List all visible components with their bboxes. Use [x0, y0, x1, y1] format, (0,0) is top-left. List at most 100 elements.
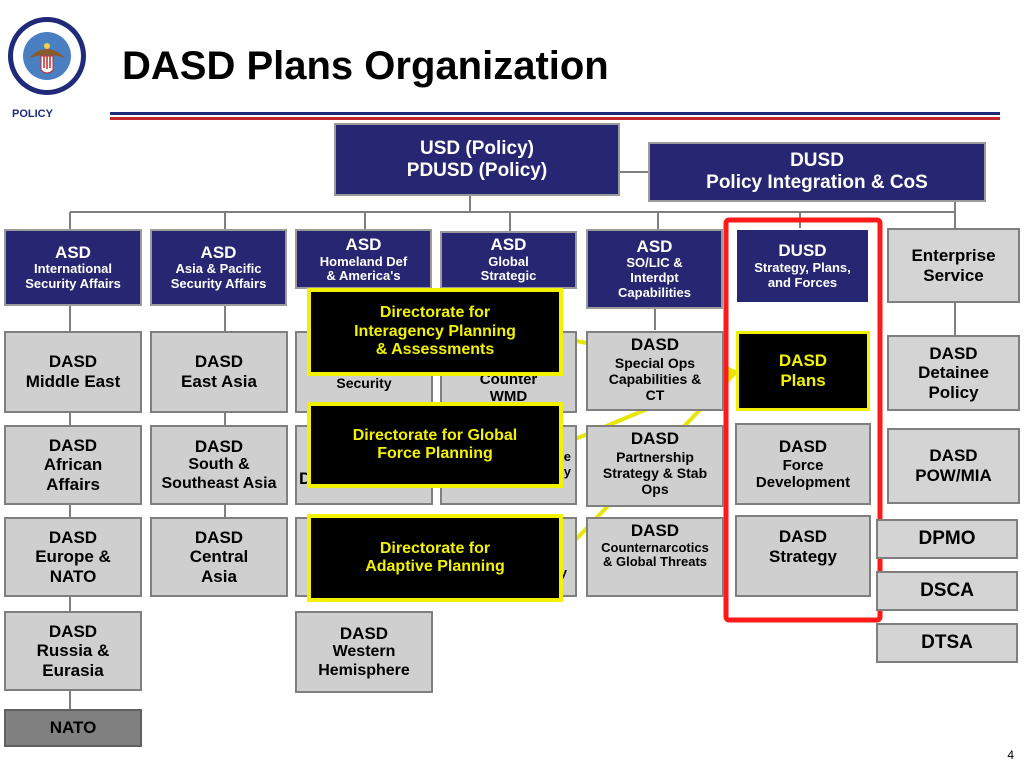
dasd-ea-l1: DASD: [194, 352, 244, 372]
dasd-wh-l3: Hemisphere: [318, 661, 410, 679]
dasd-special-ops-box: DASD Special Ops Capabilities & CT: [586, 331, 724, 411]
nato-box: NATO: [4, 709, 142, 747]
dasd-pow-l1: DASD: [929, 446, 978, 466]
dsca-label: DSCA: [920, 580, 974, 602]
dasd-pow-mia-box: DASD POW/MIA: [887, 428, 1020, 504]
directorate-global-force-box: Directorate for Global Force Planning: [307, 402, 563, 488]
directorate-adaptive-box: Directorate for Adaptive Planning: [307, 514, 563, 602]
usd-policy-line2: PDUSD (Policy): [406, 159, 548, 181]
dasd-plans-box: DASD Plans: [736, 331, 870, 411]
page-number: 4: [1007, 748, 1014, 762]
dasd-eu-l2: Europe &: [35, 547, 111, 567]
dasd-dp-l3: Policy: [928, 382, 979, 402]
dasd-counternarcotics-box: DASD Counternarcotics & Global Threats: [586, 517, 724, 597]
dasd-ca-l2: Central: [189, 547, 249, 567]
asd-apsa-sub2: Security Affairs: [170, 276, 267, 292]
dir-gfp-l1: Directorate for Global: [352, 426, 518, 444]
dasd-ca-l3: Asia: [201, 566, 237, 586]
dasd-plans-l2: Plans: [780, 371, 826, 390]
dasd-ea-l2: East Asia: [181, 372, 257, 391]
col4-row2-l2: y: [563, 464, 571, 479]
asd-apsa-box: ASD Asia & Pacific Security Affairs: [150, 229, 287, 306]
col3-row1-partial: Security: [336, 374, 392, 391]
dod-seal-icon: [8, 17, 86, 95]
col4-row3-partial: y: [559, 565, 567, 581]
dasd-af-l2: African: [43, 455, 103, 475]
asd-solic-head: ASD: [636, 236, 673, 256]
dasd-central-asia-box: DASD Central Asia: [150, 517, 288, 597]
dasd-plans-l1: DASD: [778, 351, 828, 371]
asd-gsa-sub2: Strategic: [480, 268, 537, 284]
dir-interagency-l1: Directorate for: [379, 304, 491, 322]
header-rule-navy: [110, 112, 1000, 115]
header-rule-red: [110, 117, 1000, 120]
dpmo-box: DPMO: [876, 519, 1018, 559]
dasd-so-sub1: Special Ops: [614, 354, 696, 371]
dasd-eu-l1: DASD: [48, 527, 98, 547]
dasd-me-l2: Middle East: [25, 372, 121, 391]
asd-solic-box: ASD SO/LIC & Interdpt Capabilities: [586, 229, 723, 309]
dasd-fd-sub1: Force: [782, 456, 824, 474]
asd-solic-sub3: Capabilities: [618, 285, 691, 301]
dusd-spf-head: DUSD: [778, 241, 827, 261]
dasd-so-sub3: CT: [645, 386, 665, 403]
dusd-pi-line2: Policy Integration & CoS: [706, 172, 928, 193]
enterprise-sub: Service: [923, 265, 984, 285]
dasd-ps-sub3: Ops: [641, 480, 669, 497]
dasd-ssa-l2: South &: [188, 456, 250, 474]
dasd-western-hemisphere-box: DASD Western Hemisphere: [295, 611, 433, 693]
dasd-fd-sub2: Development: [755, 473, 851, 491]
dasd-ps-head: DASD: [630, 429, 680, 448]
dasd-europe-nato-box: DASD Europe & NATO: [4, 517, 142, 597]
asd-isa-sub2: Security Affairs: [25, 276, 121, 292]
dasd-east-asia-box: DASD East Asia: [150, 331, 288, 413]
dasd-ssa-l1: DASD: [194, 436, 244, 456]
usd-policy-box: USD (Policy) PDUSD (Policy): [334, 123, 620, 196]
dtsa-box: DTSA: [876, 623, 1018, 663]
dasd-russia-eurasia-box: DASD Russia & Eurasia: [4, 611, 142, 691]
dasd-wh-l2: Western: [332, 643, 396, 661]
dasd-af-l1: DASD: [48, 435, 98, 455]
dasd-fd-head: DASD: [778, 436, 828, 456]
asd-gsa-head: ASD: [490, 235, 527, 254]
dsca-box: DSCA: [876, 571, 1018, 611]
dasd-detainee-policy-box: DASD Detainee Policy: [887, 335, 1020, 411]
dasd-eu-l3: NATO: [49, 566, 97, 586]
dasd-cn-sub1: Counternarcotics: [601, 539, 709, 555]
dasd-af-l3: Affairs: [46, 474, 100, 494]
dasd-strat-l1: DASD: [778, 527, 828, 546]
enterprise-service-box: Enterprise Service: [887, 228, 1020, 303]
seal-policy-label: POLICY: [12, 108, 53, 120]
page-title: DASD Plans Organization: [122, 44, 609, 88]
dasd-force-development-box: DASD Force Development: [735, 423, 871, 505]
nato-label: NATO: [49, 718, 97, 738]
dusd-spf-sub2: and Forces: [767, 274, 838, 290]
dasd-ca-l1: DASD: [194, 527, 244, 547]
dasd-so-sub2: Capabilities &: [608, 370, 702, 387]
asd-homeland-sub2: & America's: [326, 268, 401, 284]
enterprise-head: Enterprise: [911, 245, 996, 265]
asd-solic-sub1: SO/LIC &: [626, 255, 683, 271]
asd-isa-sub1: International: [33, 261, 112, 277]
highlight-frame: [723, 217, 883, 623]
dasd-strategy-box: DASD Strategy: [735, 515, 871, 597]
dusd-spf-box: DUSD Strategy, Plans, and Forces: [735, 228, 870, 304]
dasd-dp-l1: DASD: [929, 343, 978, 363]
asd-global-strategic-box: ASD Global Strategic: [440, 231, 577, 289]
dasd-cn-sub2: & Global Threats: [602, 554, 708, 570]
dasd-african-affairs-box: DASD African Affairs: [4, 425, 142, 505]
dasd-ssa-l3: Southeast Asia: [161, 474, 277, 492]
dasd-ps-sub2: Strategy & Stab: [602, 464, 708, 481]
col4-row2-l1: e: [563, 449, 571, 465]
dir-ap-l1: Directorate for: [379, 539, 491, 557]
dasd-middle-east-box: DASD Middle East: [4, 331, 142, 413]
dasd-ru-l1: DASD: [48, 621, 98, 641]
dasd-ru-l3: Eurasia: [42, 660, 104, 680]
directorate-interagency-box: Directorate for Interagency Planning & A…: [307, 288, 563, 376]
dasd-strat-l2: Strategy: [768, 546, 838, 566]
dasd-me-l1: DASD: [48, 352, 98, 372]
dtsa-label: DTSA: [921, 632, 973, 654]
asd-homeland-head: ASD: [345, 235, 382, 254]
dasd-dp-l2: Detainee: [918, 363, 989, 383]
asd-gsa-sub1: Global: [488, 253, 529, 269]
